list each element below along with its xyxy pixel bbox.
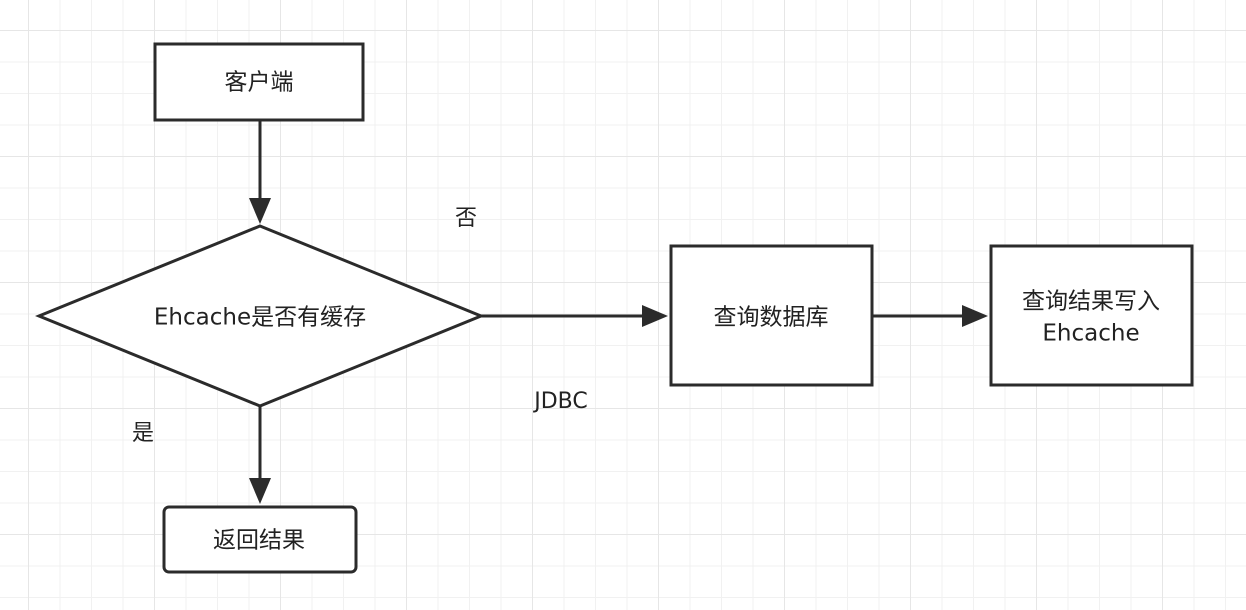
arrowhead-client-to-decision xyxy=(249,198,271,224)
node-decision-label: Ehcache是否有缓存 xyxy=(154,305,366,331)
node-decision xyxy=(35,224,485,408)
node-return-result xyxy=(162,505,358,574)
node-return-result-label: 返回结果 xyxy=(213,528,305,554)
arrowhead-query-db-to-write-cache xyxy=(962,305,988,327)
edge-label-no: 否 xyxy=(455,206,477,231)
node-client-label: 客户端 xyxy=(225,70,294,96)
node-query-db xyxy=(669,244,874,387)
node-query-db-label: 查询数据库 xyxy=(714,305,829,331)
node-client xyxy=(153,42,365,122)
arrowhead-decision-to-return-result xyxy=(249,478,271,504)
edge-label-jdbc: JDBC xyxy=(532,389,588,414)
node-write-cache-label-line1: 查询结果写入 xyxy=(1022,289,1160,315)
node-write-cache xyxy=(989,244,1194,387)
arrowhead-decision-to-query-db xyxy=(642,305,668,327)
edge-label-yes: 是 xyxy=(132,421,154,446)
node-write-cache-label-line2: Ehcache xyxy=(1042,321,1139,347)
